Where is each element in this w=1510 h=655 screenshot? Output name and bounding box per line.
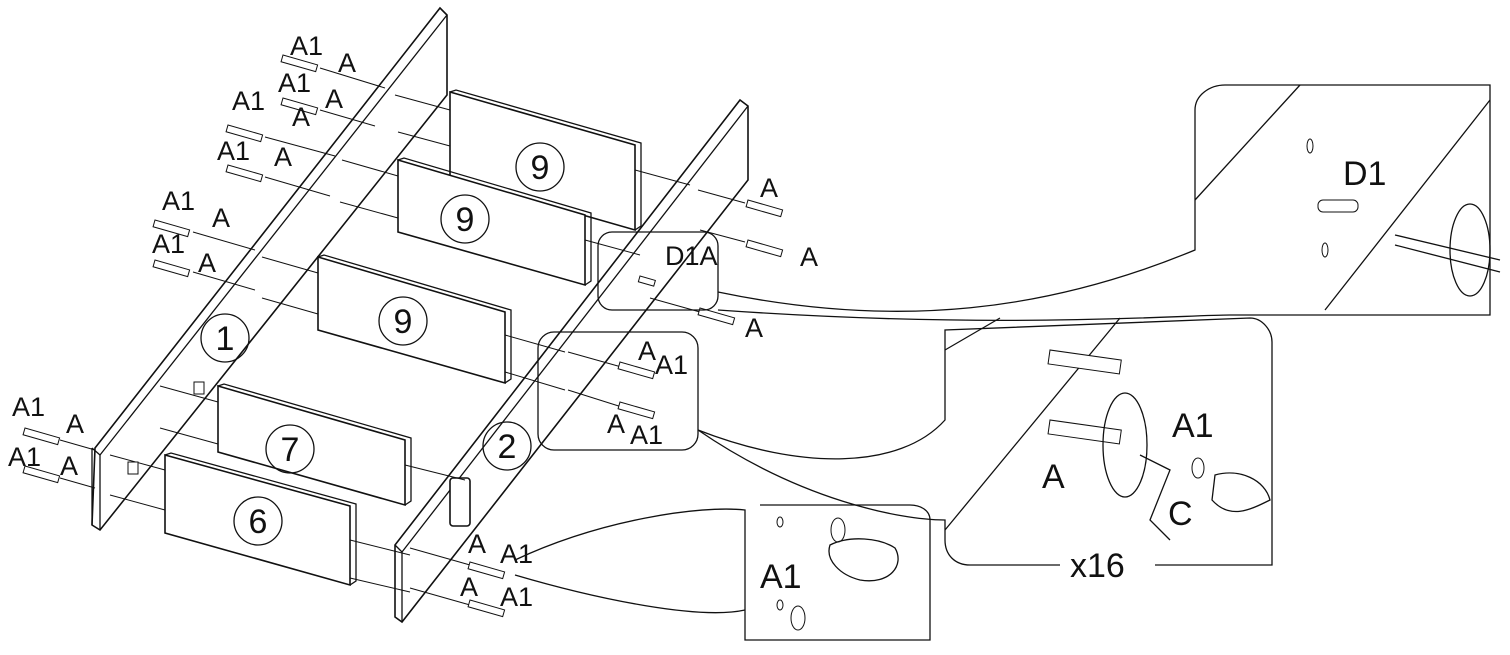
bolt-a: [745, 239, 784, 258]
rotate-arrow-icon: [1102, 392, 1148, 498]
shelf-9-mid: [397, 157, 592, 287]
shelf-7: [217, 383, 412, 507]
callout-box-d1: [597, 231, 719, 311]
label-a: A: [212, 203, 230, 233]
label-a1: A1: [630, 420, 663, 450]
guide-lines: [59, 67, 746, 606]
dowel-d1: [637, 275, 656, 287]
bolt-a-detail: [1047, 349, 1122, 375]
finger-icon: [1211, 472, 1271, 513]
allen-key-c: [1139, 454, 1171, 541]
label-a1: A1: [162, 186, 195, 216]
bolt-a: [22, 427, 61, 446]
label-a1: A1: [8, 442, 41, 472]
label-a1: A1: [217, 136, 250, 166]
shelf-9-low: [317, 254, 512, 385]
cap-a1: [1191, 457, 1205, 479]
label-a1: A1: [12, 392, 45, 422]
label-a: A: [60, 451, 78, 481]
label-a: A: [607, 409, 625, 439]
detail-cap-a1: [514, 504, 931, 641]
screwdriver-icon: [1394, 234, 1501, 261]
part-number-7: 7: [281, 431, 300, 469]
shelf-9-top: [449, 89, 642, 232]
hinge-plate: [449, 477, 471, 527]
shelf-6: [164, 452, 357, 587]
bolt-a: [225, 164, 264, 183]
label-a: A: [745, 313, 763, 343]
bolt-a: [280, 97, 319, 116]
bolt-a: [225, 124, 264, 143]
label-a1: A1: [655, 350, 688, 380]
side-panel-2: [394, 98, 749, 624]
label-a1: A1: [500, 582, 533, 612]
part-number-9: 9: [531, 149, 550, 187]
fastener-labels: A1 A A1 A A A1 A1 A A1 A A1 A A1 A A1 A …: [8, 31, 818, 612]
label-a: A: [66, 409, 84, 439]
label-a: A: [800, 242, 818, 272]
bolts: [22, 54, 784, 618]
label-d1a: D1A: [665, 241, 718, 271]
bolt-a: [467, 599, 506, 618]
callout-box-bolts: [537, 331, 699, 451]
part-number-6: 6: [249, 503, 268, 541]
label-a: A: [1042, 458, 1065, 496]
side-panel-1: [91, 6, 448, 532]
bolt-a: [617, 361, 656, 380]
label-a1: A1: [760, 558, 802, 596]
bolt-a: [745, 199, 784, 218]
detail-tighten: [697, 317, 1273, 566]
detail-d1-dowel: [717, 84, 1501, 322]
label-c: C: [1168, 495, 1193, 533]
rotate-arrow-icon: [1449, 203, 1491, 297]
label-a: A: [760, 173, 778, 203]
label-a: A: [638, 336, 656, 366]
bolt-a: [617, 401, 656, 420]
cam-fitting: [127, 461, 139, 475]
cam-fitting: [193, 381, 205, 395]
part-number-2: 2: [498, 428, 517, 466]
bolt-a: [152, 259, 191, 278]
part-number-9: 9: [394, 303, 413, 341]
label-a: A: [460, 572, 478, 602]
label-a1: A1: [500, 539, 533, 569]
label-a: A: [198, 248, 216, 278]
label-a: A: [292, 102, 310, 132]
finger-icon: [828, 538, 899, 582]
dowel-d1-detail: [1317, 199, 1359, 213]
bolt-a: [697, 307, 736, 326]
label-a: A: [468, 529, 486, 559]
label-a: A: [338, 48, 356, 78]
label-a1: A1: [278, 68, 311, 98]
label-a1: A1: [1172, 407, 1214, 445]
part-number-1: 1: [216, 320, 235, 358]
bolt-a: [467, 561, 506, 580]
label-a1: A1: [152, 229, 185, 259]
bolt-a: [280, 54, 319, 73]
label-a: A: [325, 84, 343, 114]
quantity-label: x16: [1070, 547, 1125, 585]
bolt-a: [22, 465, 61, 484]
label-a1: A1: [290, 31, 323, 61]
bolt-a-detail: [1047, 419, 1122, 445]
label-d1: D1: [1343, 155, 1386, 193]
label-a1: A1: [232, 86, 265, 116]
part-callouts: 9 9 9 1 7 6 2: [200, 142, 565, 546]
part-number-9: 9: [456, 201, 475, 239]
label-a: A: [274, 142, 292, 172]
bolt-a: [152, 219, 191, 238]
